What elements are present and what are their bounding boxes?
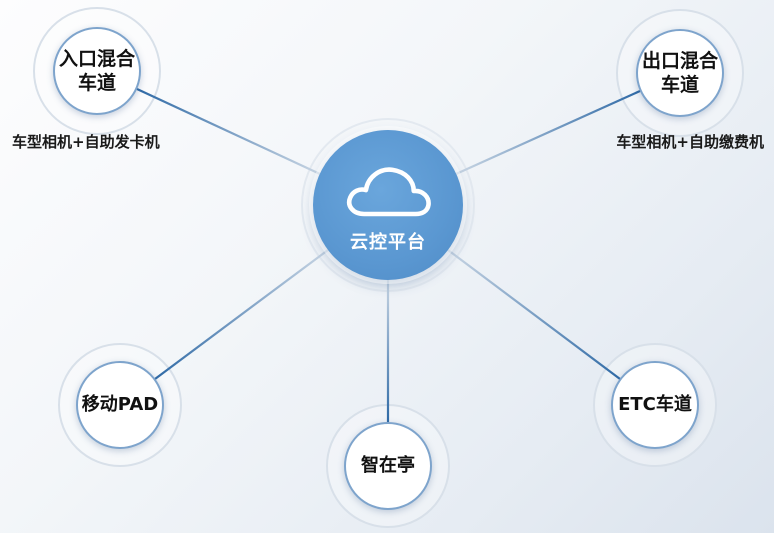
node-label-line: 车道 (77, 72, 116, 94)
node-mobile-pad: 移动PAD (76, 361, 164, 449)
node-exit-mixed-lane: 出口混合 车道 (636, 29, 724, 117)
node-label-line: 车道 (660, 74, 699, 96)
node-etc-lane: ETC车道 (611, 361, 699, 449)
node-label-line: 出口混合 (641, 50, 718, 72)
connector-entry-lane (136, 88, 321, 175)
cloud-platform-hub: 云控平台 (313, 130, 463, 280)
node-label-line: ETC车道 (618, 394, 692, 415)
exit-lane-caption: 车型相机+自助缴费机 (616, 133, 764, 151)
entry-lane-caption: 车型相机+自助发卡机 (12, 133, 160, 151)
node-label-line: 移动PAD (81, 394, 159, 415)
node-label-line: 入口混合 (58, 48, 135, 70)
hub-label: 云控平台 (350, 232, 426, 253)
cloud-icon (347, 167, 431, 217)
connector-etc-lane (447, 249, 621, 380)
node-kiosk: 智在亭 (344, 422, 432, 510)
node-label-line: 智在亭 (361, 455, 415, 476)
connector-mobile-pad (154, 249, 329, 380)
node-entry-mixed-lane: 入口混合 车道 (53, 27, 141, 115)
connector-exit-lane (455, 89, 641, 176)
